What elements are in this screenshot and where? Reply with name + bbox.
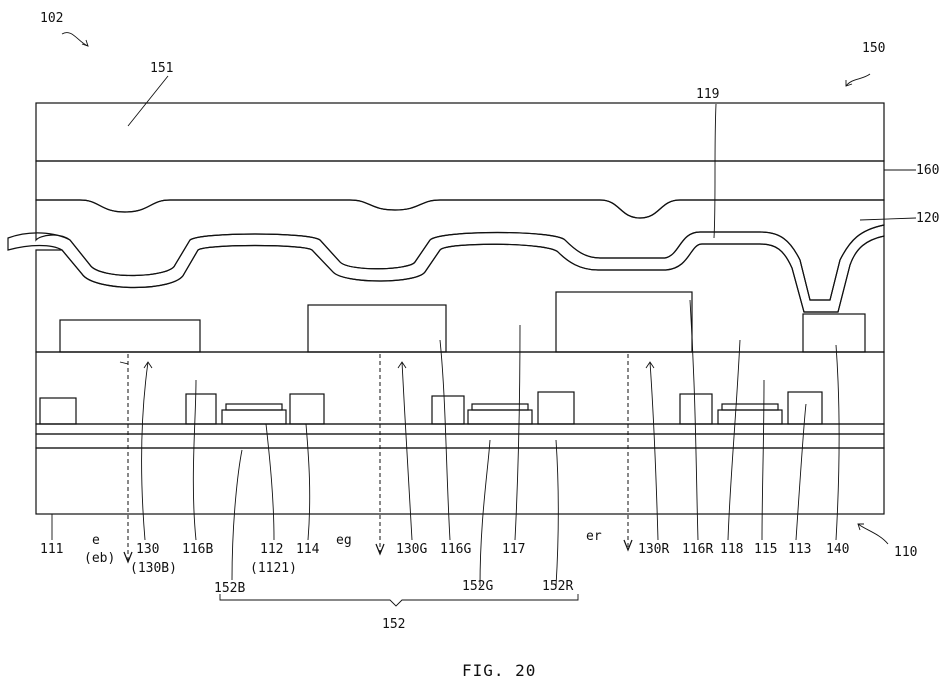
substrate-111 <box>36 448 884 514</box>
label-ref-102: 102 <box>40 11 63 26</box>
anode-130R <box>556 292 692 352</box>
leader-130 <box>142 362 148 540</box>
label-112: 112 <box>260 542 283 557</box>
figure-caption: FIG. 20 <box>462 661 536 680</box>
label-152R: 152R <box>542 579 573 594</box>
label-116B: 116B <box>182 542 213 557</box>
label-152B: 152B <box>214 581 245 596</box>
label-151: 151 <box>150 61 173 76</box>
label-116R: 116R <box>682 542 713 557</box>
layer-151-cover-substrate <box>36 103 884 161</box>
gate-insulator <box>36 424 884 434</box>
label-160: 160 <box>916 163 939 178</box>
leader-120 <box>860 218 916 220</box>
label-116G: 116G <box>440 542 471 557</box>
base-layer <box>36 434 884 448</box>
leader-150 <box>846 74 870 86</box>
leader-117 <box>515 325 520 540</box>
leader-102 <box>62 33 88 46</box>
label-ref-150: 150 <box>862 41 885 56</box>
label-115: 115 <box>754 542 777 557</box>
leader-152R <box>556 440 558 586</box>
label-130B: (130B) <box>130 561 177 576</box>
label-117: 117 <box>502 542 525 557</box>
leader-152G <box>480 440 490 586</box>
semiconductor-115 <box>718 410 782 424</box>
label-130: 130 <box>136 542 159 557</box>
leader-112 <box>266 424 274 540</box>
label-114: 114 <box>296 542 320 557</box>
leader-116B <box>193 380 196 540</box>
brace-152 <box>220 594 578 606</box>
label-111: 111 <box>40 542 63 557</box>
leader-116R <box>690 300 698 540</box>
anode-130B <box>60 320 200 352</box>
label-113: 113 <box>788 542 811 557</box>
pad-140 <box>803 314 865 352</box>
leader-152B <box>232 450 242 580</box>
leader-118 <box>728 340 740 540</box>
semiconductor-117 <box>468 410 532 424</box>
leader-130R <box>650 362 658 540</box>
tft-block-1 <box>40 398 76 424</box>
leader-110 <box>858 524 888 544</box>
label-110: 110 <box>894 545 917 560</box>
label-140: 140 <box>826 542 849 557</box>
tft-block-118 <box>680 394 712 424</box>
label-130R: 130R <box>638 542 669 557</box>
label-152: 152 <box>382 617 405 632</box>
tft-block-114 <box>290 394 324 424</box>
leader-119 <box>714 104 716 238</box>
tft-block-116B <box>186 394 216 424</box>
label-eg: eg <box>336 533 352 548</box>
leader-140 <box>836 345 839 540</box>
leader-130G <box>402 362 412 540</box>
layer-119-conformal <box>8 225 884 312</box>
label-1121: (1121) <box>250 561 297 576</box>
leader-151 <box>128 76 168 126</box>
semiconductor-112 <box>222 410 286 424</box>
label-130G: 130G <box>396 542 427 557</box>
label-118: 118 <box>720 542 743 557</box>
tft-block-g2 <box>538 392 574 424</box>
tft-block-g1 <box>432 396 464 424</box>
leader-116G <box>440 340 450 540</box>
leader-114 <box>306 424 310 540</box>
label-e: e <box>92 533 100 548</box>
anode-130G <box>308 305 446 352</box>
layer-interlayer <box>36 352 884 424</box>
gate-112-top <box>226 404 282 410</box>
label-eb: (eb) <box>84 551 115 566</box>
layer-116-bank <box>36 236 884 352</box>
gate-115-top <box>722 404 778 410</box>
label-119: 119 <box>696 87 719 102</box>
layer-160 <box>36 161 884 218</box>
label-er: er <box>586 529 602 544</box>
label-120: 120 <box>916 211 939 226</box>
label-152G: 152G <box>462 579 493 594</box>
